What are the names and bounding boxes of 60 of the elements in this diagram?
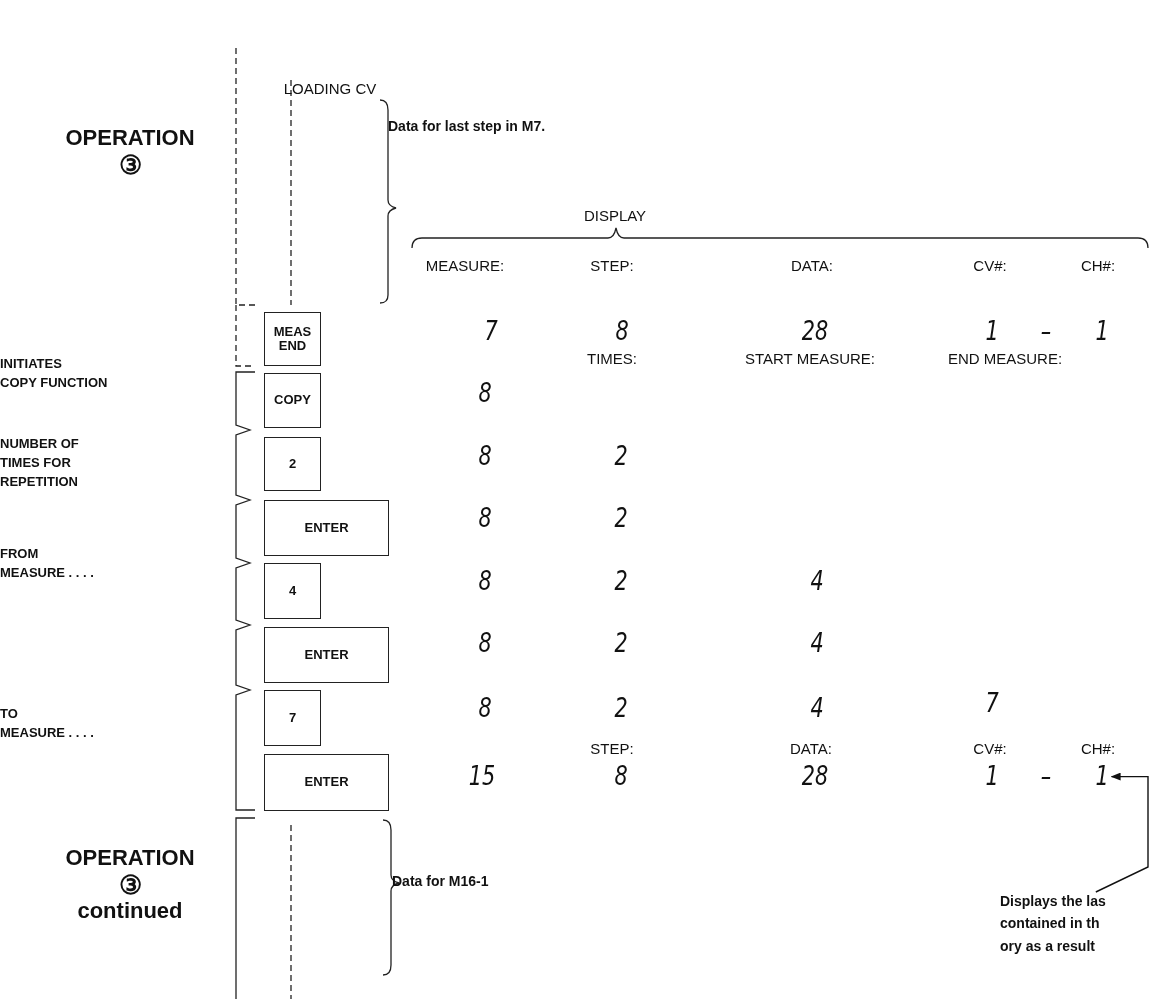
display-digit: 8 [615,316,629,348]
display-digit: 2 [614,693,628,725]
display-digit: 1 [985,761,999,793]
display-digit: 8 [614,761,628,793]
step-description: FROM MEASURE . . . . [0,545,94,582]
column-heading: CV#: [973,257,1007,275]
display-digit: 1 [985,316,999,348]
column-heading: END MEASURE: [947,350,1063,368]
display-digit: 28 [801,316,829,348]
display-digit: 2 [614,566,628,598]
column-heading: STEP: [590,740,634,758]
key-button: 7 [264,690,321,746]
display-digit: 8 [478,566,492,598]
display-digit: 8 [478,503,492,535]
column-heading: DATA: [791,257,833,275]
leader-line [1095,772,1149,893]
display-digit: 4 [810,693,824,725]
display-digit: 4 [810,628,824,660]
note-text: Displays the las contained in th ory as a result [1000,890,1106,958]
display-digit: 1 [1095,761,1109,793]
bracket-note: Data for last step in M7. [388,118,546,135]
display-digit: 4 [810,566,824,598]
column-heading: DATA: [790,740,832,758]
display-digit: 7 [484,316,498,348]
column-heading: TIMES: [587,350,637,368]
step-description: TO MEASURE . . . . [0,705,94,742]
display-digit: 15 [468,761,496,793]
step-description: NUMBER OF TIMES FOR REPETITION [0,435,79,491]
display-digit: – [1040,316,1052,348]
column-heading: LOADING CV [283,80,377,98]
bracket-note: Data for M16-1 [392,873,489,890]
display-digit: 2 [614,628,628,660]
circled-number: ③ [118,150,142,182]
step-description: INITIATES COPY FUNCTION [0,355,108,392]
column-heading: DISPLAY [583,207,647,225]
column-heading: CH#: [1080,740,1116,758]
key-button: 2 [264,437,321,491]
column-heading: STEP: [590,257,634,275]
display-digit: 8 [478,628,492,660]
column-heading: START MEASURE: [745,350,875,368]
column-heading: CH#: [1080,257,1116,275]
display-digit: 7 [985,688,999,720]
display-digit: 2 [614,441,628,473]
key-button: 4 [264,563,321,619]
display-digit: 2 [614,503,628,535]
key-button: ENTER [264,627,389,683]
key-button: COPY [264,373,321,428]
key-button: ENTER [264,754,389,811]
operation-heading: OPERATION [65,125,195,152]
display-digit: 8 [478,693,492,725]
column-heading: CV#: [973,740,1007,758]
display-digit: – [1040,761,1052,793]
display-digit: 8 [478,378,492,410]
column-heading: MEASURE: [425,257,505,275]
display-digit: 1 [1095,316,1109,348]
display-digit: 28 [801,761,829,793]
display-digit: 8 [478,441,492,473]
operation-heading: OPERATION [65,845,195,872]
key-button: ENTER [264,500,389,556]
key-button: MEAS END [264,312,321,366]
